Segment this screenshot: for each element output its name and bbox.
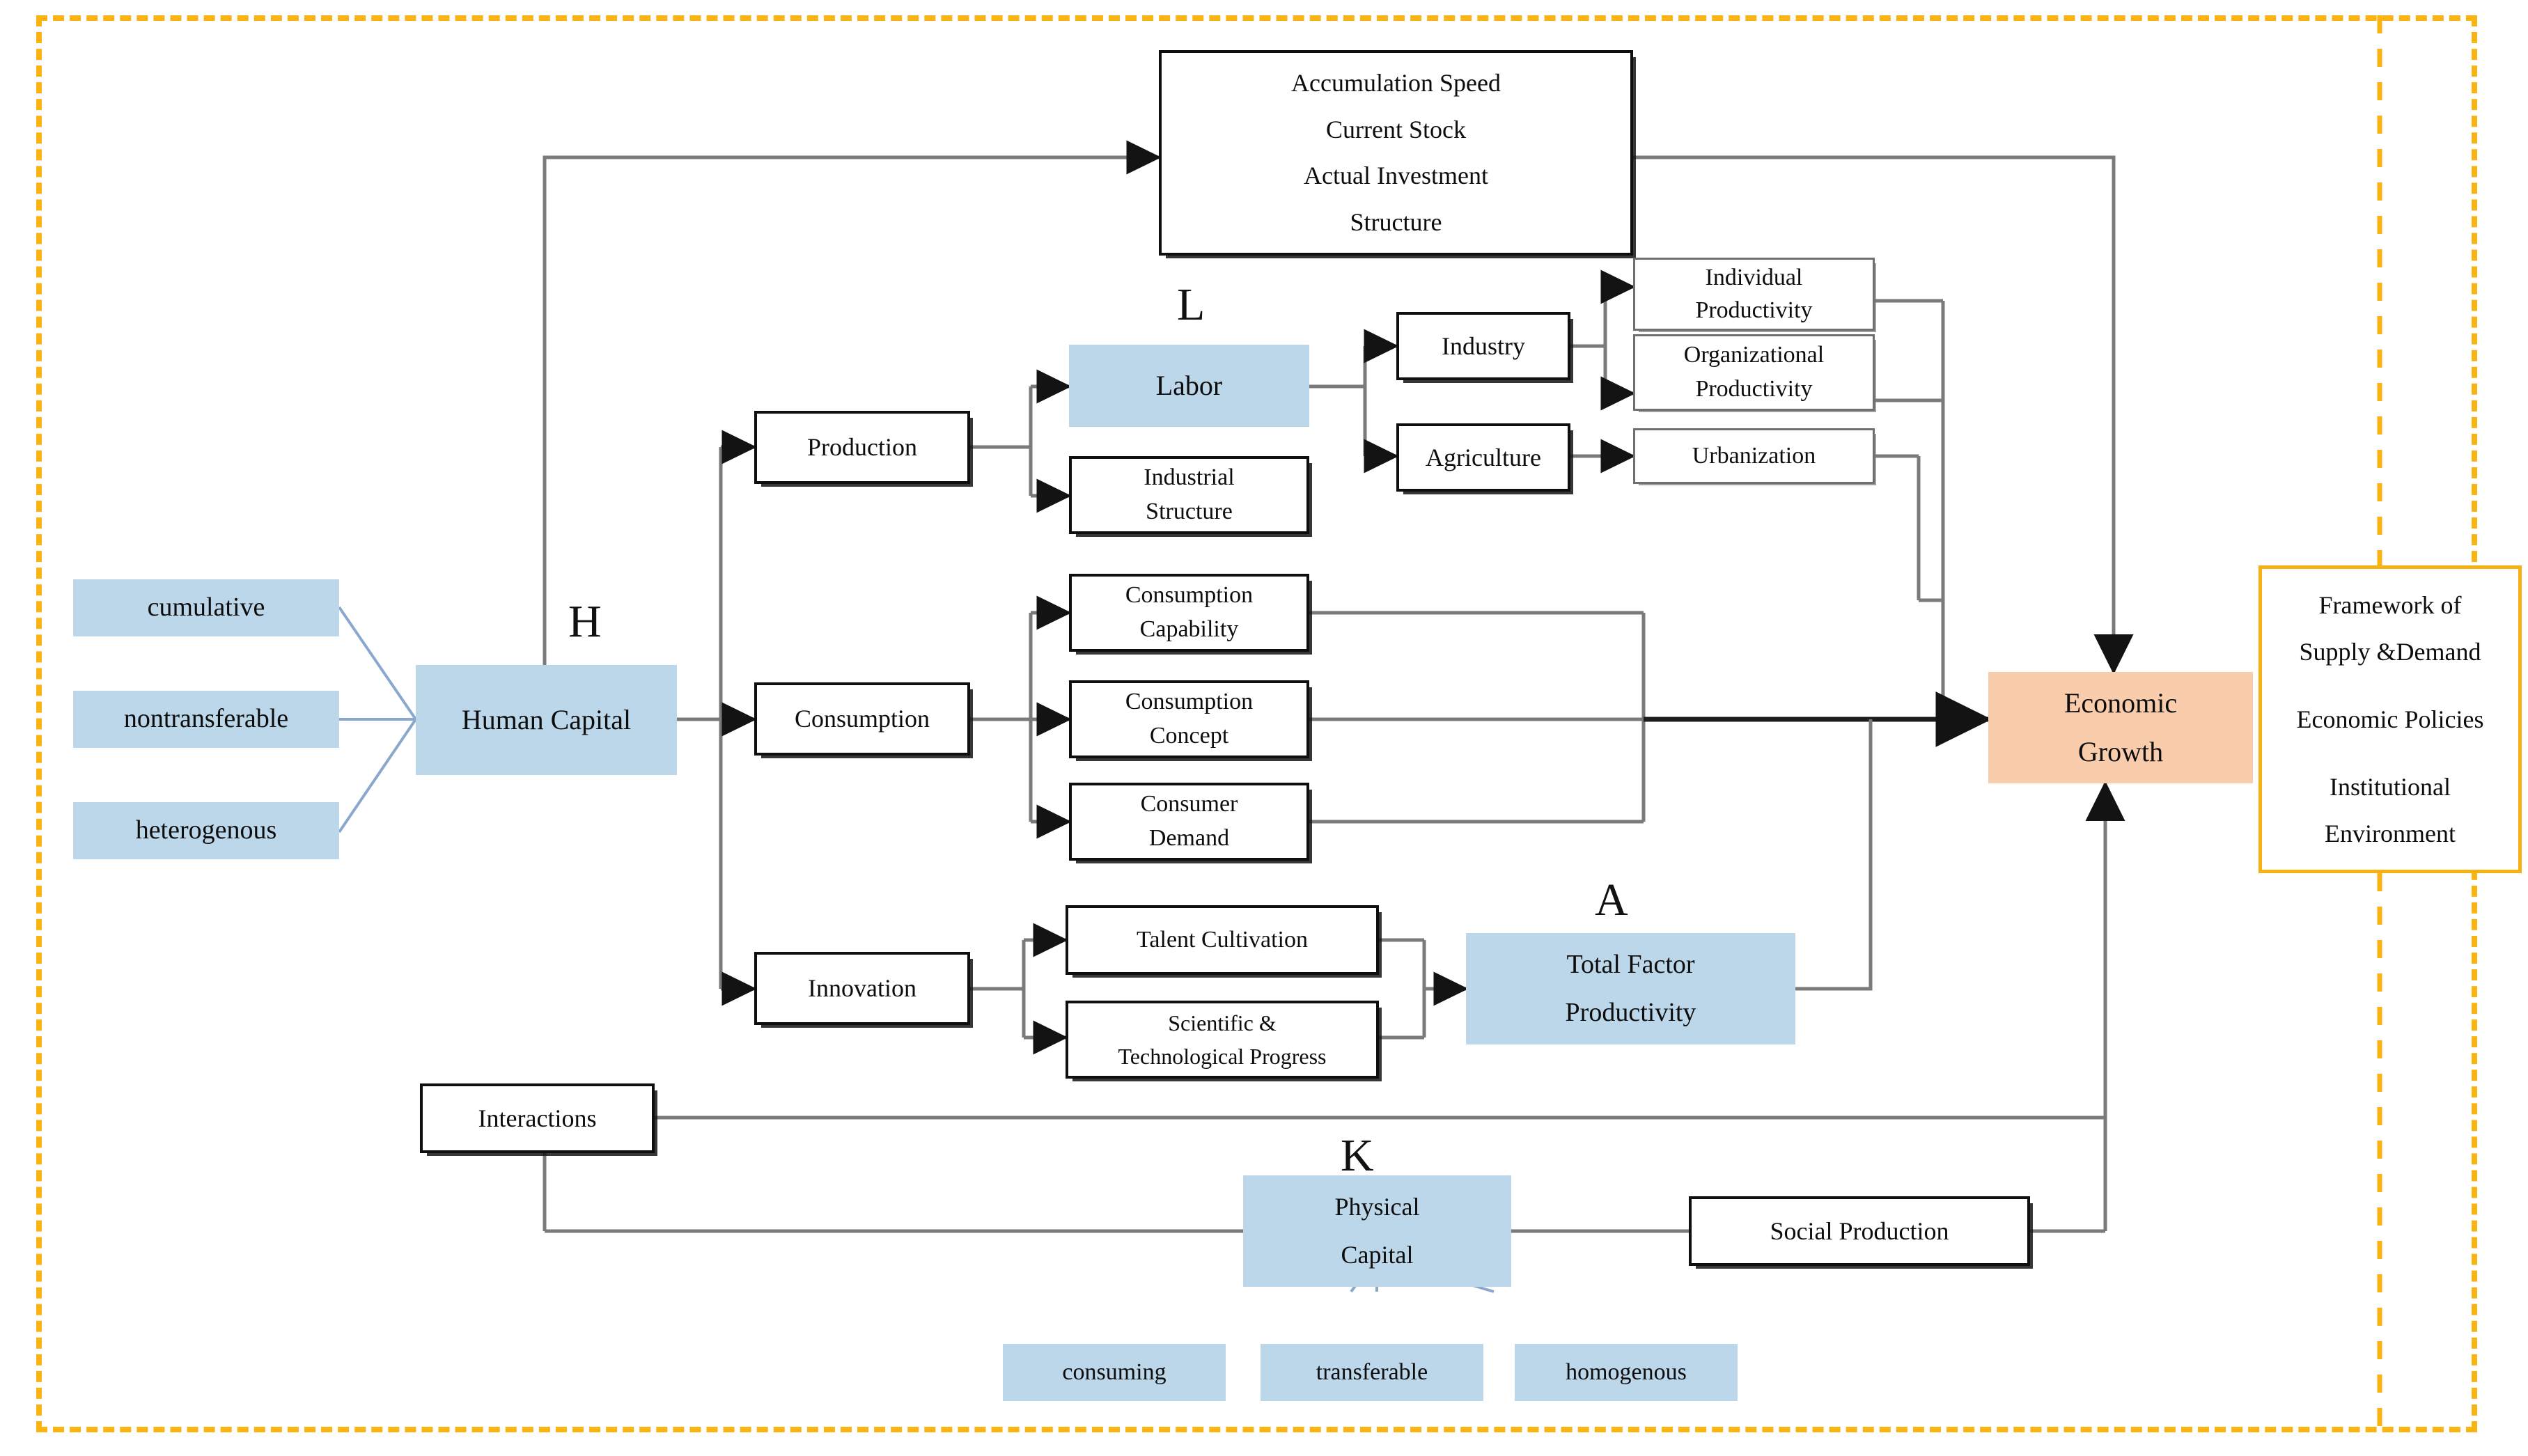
scientific-progress-line-1: Scientific & bbox=[1168, 1010, 1277, 1035]
consumption-concept-line-1: Consumption bbox=[1125, 689, 1254, 715]
marker-L: L bbox=[1177, 279, 1206, 330]
attribute-heterogenous-label: heterogenous bbox=[135, 815, 277, 845]
tfp-line-2: Productivity bbox=[1565, 997, 1696, 1027]
marker-H: H bbox=[568, 596, 602, 647]
framework-line-2: Supply &Demand bbox=[2299, 637, 2481, 666]
industry-label: Industry bbox=[1442, 331, 1525, 360]
framework-line-4: Institutional bbox=[2330, 772, 2451, 801]
labor-node[interactable]: Labor bbox=[1069, 345, 1309, 427]
attribute-heterogenous[interactable]: heterogenous bbox=[73, 802, 339, 859]
organizational-productivity-line-2: Productivity bbox=[1695, 376, 1813, 402]
physical-capital-line-2: Capital bbox=[1341, 1240, 1414, 1269]
attribute-cumulative-label: cumulative bbox=[147, 593, 265, 623]
physical-capital-line-1: Physical bbox=[1334, 1193, 1420, 1221]
framework-line-3: Economic Policies bbox=[2296, 705, 2484, 733]
scientific-progress-node[interactable]: Scientific & Technological Progress bbox=[1066, 1001, 1379, 1079]
social-production-label: Social Production bbox=[1770, 1216, 1949, 1245]
social-production-node[interactable]: Social Production bbox=[1689, 1196, 2030, 1266]
attribute-nontransferable-label: nontransferable bbox=[123, 704, 289, 734]
attribute-transferable[interactable]: transferable bbox=[1261, 1344, 1483, 1401]
consumption-capability-line-2: Capability bbox=[1139, 616, 1239, 643]
framework-box[interactable]: Framework of Supply &Demand Economic Pol… bbox=[2258, 565, 2522, 873]
attribute-homogenous-label: homogenous bbox=[1566, 1359, 1687, 1385]
individual-productivity-line-1: Individual bbox=[1705, 264, 1803, 290]
scientific-progress-line-2: Technological Progress bbox=[1118, 1044, 1327, 1069]
interactions-node[interactable]: Interactions bbox=[420, 1083, 655, 1153]
consumption-label: Consumption bbox=[794, 705, 930, 733]
individual-productivity-node[interactable]: Individual Productivity bbox=[1633, 258, 1875, 331]
accumulation-line-4: Structure bbox=[1350, 208, 1442, 236]
agriculture-label: Agriculture bbox=[1426, 443, 1541, 471]
organizational-productivity-node[interactable]: Organizational Productivity bbox=[1633, 334, 1875, 411]
consumption-capability-line-1: Consumption bbox=[1125, 582, 1254, 609]
labor-label: Labor bbox=[1155, 370, 1223, 401]
total-factor-productivity-node[interactable]: Total Factor Productivity bbox=[1466, 933, 1795, 1044]
accumulation-line-2: Current Stock bbox=[1326, 115, 1466, 143]
urbanization-node[interactable]: Urbanization bbox=[1633, 428, 1875, 484]
consumer-demand-line-1: Consumer bbox=[1140, 791, 1238, 817]
economic-growth-line-2: Growth bbox=[2077, 736, 2164, 767]
marker-A: A bbox=[1595, 875, 1628, 925]
production-node[interactable]: Production bbox=[754, 411, 970, 484]
industrial-structure-node[interactable]: Industrial Structure bbox=[1069, 456, 1309, 534]
industrial-structure-line-1: Industrial bbox=[1144, 464, 1235, 491]
consumption-node[interactable]: Consumption bbox=[754, 682, 970, 756]
consumption-concept-node[interactable]: Consumption Concept bbox=[1069, 680, 1309, 758]
individual-productivity-line-2: Productivity bbox=[1695, 297, 1813, 323]
attribute-homogenous[interactable]: homogenous bbox=[1515, 1344, 1738, 1401]
talent-cultivation-label: Talent Cultivation bbox=[1137, 926, 1308, 953]
organizational-productivity-line-1: Organizational bbox=[1683, 342, 1825, 368]
human-capital-node[interactable]: Human Capital bbox=[416, 665, 677, 775]
accumulation-line-3: Actual Investment bbox=[1304, 162, 1488, 190]
physical-capital-node[interactable]: Physical Capital bbox=[1243, 1175, 1511, 1287]
accumulation-box[interactable]: Accumulation Speed Current Stock Actual … bbox=[1159, 50, 1633, 256]
marker-K: K bbox=[1341, 1130, 1374, 1181]
attribute-transferable-label: transferable bbox=[1316, 1359, 1428, 1385]
consumer-demand-line-2: Demand bbox=[1148, 825, 1230, 852]
interactions-label: Interactions bbox=[478, 1104, 597, 1132]
attribute-consuming-label: consuming bbox=[1062, 1359, 1167, 1385]
human-capital-label: Human Capital bbox=[461, 704, 632, 735]
framework-line-1: Framework of bbox=[2318, 590, 2462, 619]
attribute-nontransferable[interactable]: nontransferable bbox=[73, 691, 339, 748]
urbanization-label: Urbanization bbox=[1692, 442, 1816, 469]
economic-growth-line-1: Economic bbox=[2063, 687, 2178, 719]
accumulation-line-1: Accumulation Speed bbox=[1291, 69, 1501, 97]
consumption-concept-line-2: Concept bbox=[1149, 723, 1229, 749]
agriculture-node[interactable]: Agriculture bbox=[1396, 423, 1570, 492]
consumption-capability-node[interactable]: Consumption Capability bbox=[1069, 574, 1309, 652]
consumer-demand-node[interactable]: Consumer Demand bbox=[1069, 783, 1309, 861]
tfp-line-1: Total Factor bbox=[1566, 949, 1695, 979]
economic-growth-node[interactable]: Economic Growth bbox=[1988, 672, 2253, 783]
innovation-label: Innovation bbox=[808, 974, 916, 1002]
framework-line-5: Environment bbox=[2325, 819, 2456, 847]
production-label: Production bbox=[807, 433, 917, 461]
industry-node[interactable]: Industry bbox=[1396, 312, 1570, 380]
attribute-cumulative[interactable]: cumulative bbox=[73, 579, 339, 636]
innovation-node[interactable]: Innovation bbox=[754, 952, 970, 1025]
attribute-consuming[interactable]: consuming bbox=[1003, 1344, 1226, 1401]
industrial-structure-line-2: Structure bbox=[1146, 499, 1233, 525]
talent-cultivation-node[interactable]: Talent Cultivation bbox=[1066, 905, 1379, 975]
